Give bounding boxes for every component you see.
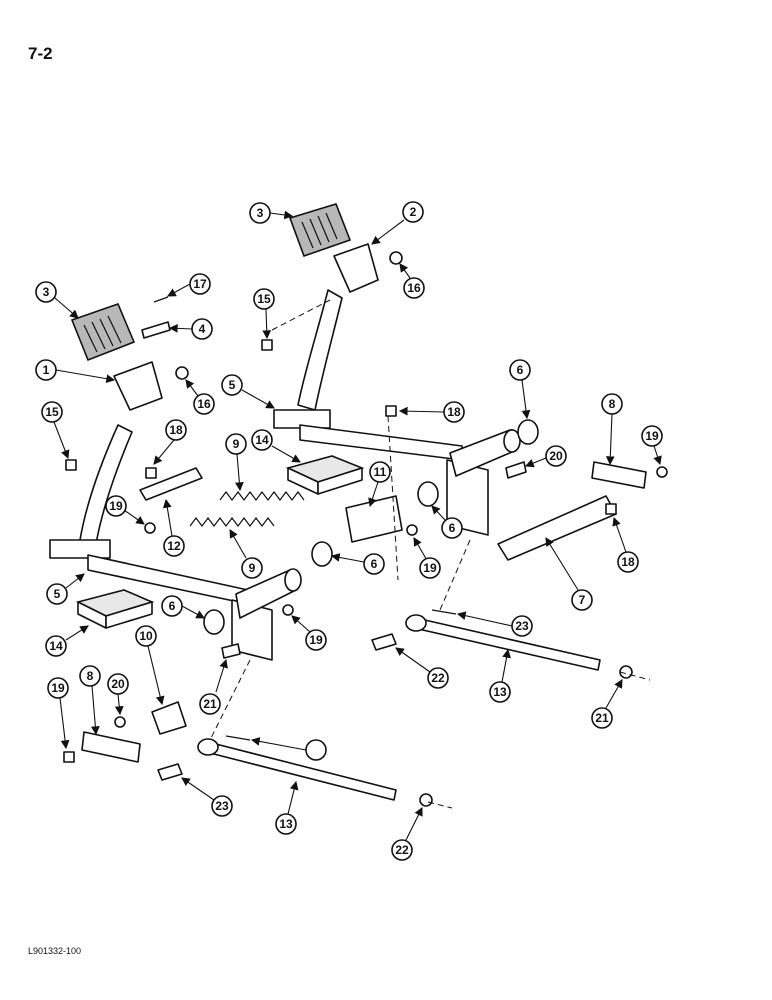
svg-text:19: 19 [309, 633, 323, 647]
callout-7: 7 [545, 537, 593, 611]
callout-13-right: 13 [489, 648, 511, 703]
callout-6-center: 6 [330, 553, 385, 575]
callout-11: 11 [368, 461, 391, 508]
callout-6-left: 6 [161, 595, 205, 619]
svg-text:17: 17 [193, 277, 207, 291]
callout-3-right: 3 [249, 202, 294, 224]
callout-19-center: 19 [413, 537, 441, 579]
callout-22-left: 23 [181, 777, 233, 817]
svg-text:2: 2 [410, 205, 417, 219]
callout-9-top: 9 [225, 433, 247, 492]
callout-16-right: 16 [399, 263, 425, 299]
callout-10: 10 [135, 625, 165, 706]
callout-21-left: 22 [391, 807, 423, 861]
svg-text:6: 6 [371, 557, 378, 571]
hardware [63, 251, 668, 809]
callout-16-left: 16 [185, 379, 215, 415]
svg-text:6: 6 [449, 521, 456, 535]
callout-19-low: 19 [291, 615, 327, 651]
svg-text:20: 20 [111, 677, 125, 691]
callout-8-left: 8 [79, 665, 101, 736]
svg-text:14: 14 [255, 433, 269, 447]
svg-text:9: 9 [249, 561, 256, 575]
callout-23-left [250, 737, 327, 761]
svg-text:20: 20 [549, 449, 563, 463]
svg-text:19: 19 [423, 561, 437, 575]
svg-text:18: 18 [169, 423, 183, 437]
svg-text:9: 9 [233, 437, 240, 451]
svg-text:16: 16 [407, 281, 421, 295]
svg-text:12: 12 [167, 539, 181, 553]
callout-18-left: 19 [47, 677, 70, 750]
callout-18-right: 18 [612, 516, 639, 573]
svg-text:21: 21 [595, 711, 609, 725]
svg-text:15: 15 [45, 405, 59, 419]
svg-text:8: 8 [87, 669, 94, 683]
callout-8-right: 8 [601, 393, 623, 466]
callout-15-left: 15 [41, 401, 70, 460]
svg-text:6: 6 [169, 599, 176, 613]
svg-text:4: 4 [199, 322, 206, 336]
svg-text:22: 22 [431, 671, 445, 685]
svg-text:23: 23 [515, 619, 529, 633]
svg-text:13: 13 [279, 817, 293, 831]
callout-5-left: 5 [46, 573, 85, 605]
figure-code: L901332-100 [28, 946, 82, 956]
callout-23-right: 23 [456, 611, 533, 637]
callout-4: 4 [168, 318, 213, 340]
callout-9-bottom: 9 [229, 529, 263, 579]
callout-19-right: 19 [641, 425, 663, 466]
callout-22-right: 22 [395, 647, 449, 689]
svg-text:11: 11 [374, 465, 387, 479]
callout-18-mid: 18 [153, 419, 187, 465]
svg-text:19: 19 [51, 681, 65, 695]
callout-20-right: 20 [524, 445, 567, 468]
callout-1: 1 [35, 359, 116, 384]
svg-text:5: 5 [54, 587, 61, 601]
callout-2: 2 [371, 201, 424, 245]
svg-text:3: 3 [257, 206, 264, 220]
svg-text:7: 7 [579, 593, 586, 607]
callout-14-left: 14 [45, 625, 89, 657]
callout-19-mid: 19 [105, 495, 145, 525]
callout-17: 17 [167, 273, 211, 297]
callout-18-top: 18 [398, 401, 465, 423]
callout-6-top: 6 [509, 359, 531, 420]
svg-text:22: 22 [395, 843, 409, 857]
svg-text:19: 19 [645, 429, 659, 443]
svg-text:18: 18 [447, 405, 461, 419]
svg-text:19: 19 [109, 499, 123, 513]
callout-21-right: 21 [591, 679, 623, 729]
left-pedal-assembly [49, 302, 302, 661]
callout-6-mid: 6 [431, 505, 463, 539]
callout-13-left: 13 [275, 780, 299, 835]
svg-text:21: 21 [203, 697, 217, 711]
page-number: 7-2 [28, 44, 53, 63]
callout-5-right: 5 [221, 374, 275, 409]
callout-15-right: 15 [253, 288, 275, 340]
svg-text:6: 6 [517, 363, 524, 377]
svg-text:18: 18 [621, 555, 635, 569]
svg-text:1: 1 [43, 363, 50, 377]
svg-text:5: 5 [229, 378, 236, 392]
svg-text:14: 14 [49, 639, 63, 653]
svg-text:13: 13 [493, 685, 507, 699]
callout-20-left: 21 [199, 658, 228, 715]
svg-text:10: 10 [139, 629, 153, 643]
svg-text:3: 3 [43, 285, 50, 299]
callout-19-left: 20 [107, 673, 129, 716]
callout-3-left: 3 [35, 281, 79, 319]
svg-text:15: 15 [257, 292, 271, 306]
svg-text:8: 8 [609, 397, 616, 411]
svg-text:23: 23 [215, 799, 229, 813]
callout-12: 12 [162, 498, 185, 557]
callout-14-right: 14 [251, 429, 301, 463]
right-pedal-assembly [273, 203, 521, 536]
svg-text:16: 16 [197, 397, 211, 411]
